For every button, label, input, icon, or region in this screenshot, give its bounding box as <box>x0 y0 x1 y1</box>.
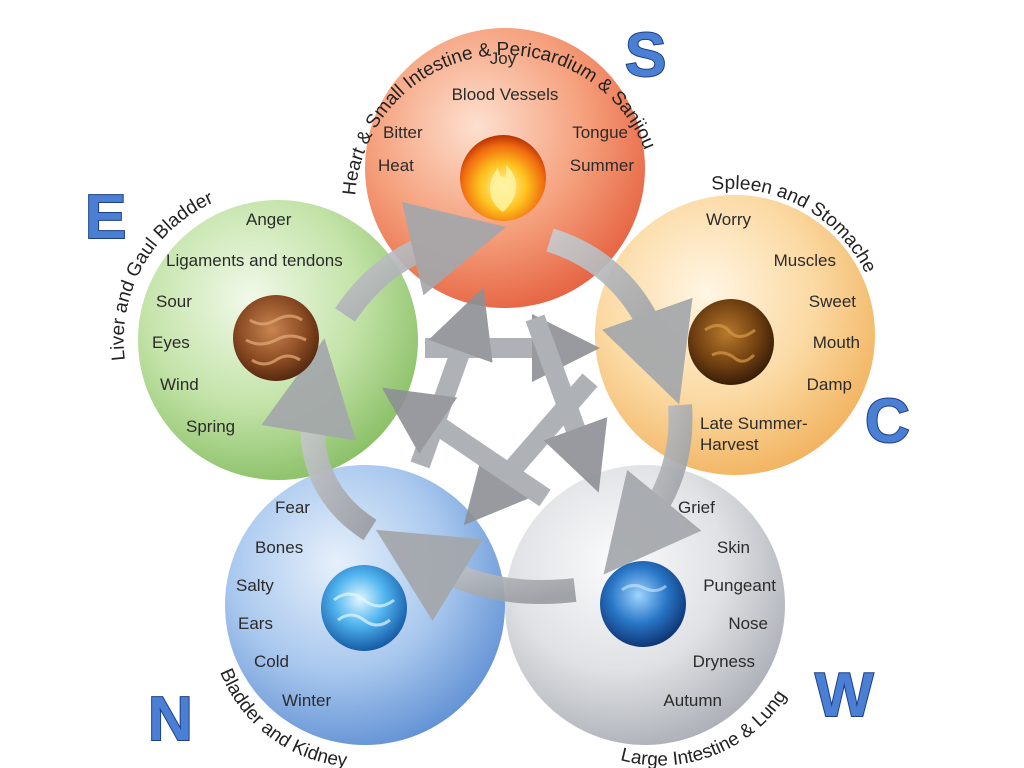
fire-climate: Heat <box>378 156 414 175</box>
arrow-metal-to-water <box>375 529 577 622</box>
earth-taste: Sweet <box>809 292 857 311</box>
water-sense-organ: Ears <box>238 614 273 633</box>
arrow-earth-to-metal <box>603 404 702 575</box>
wood-sense-organ: Eyes <box>152 333 190 352</box>
direction-west: W <box>815 661 874 730</box>
direction-south: S <box>625 21 666 90</box>
arrow-wood-to-fire <box>335 201 507 322</box>
earth-sense-organ: Mouth <box>813 333 860 352</box>
wood-emotion: Anger <box>246 210 292 229</box>
metal-climate: Dryness <box>693 652 755 671</box>
arrow-fire-to-earth <box>546 228 693 405</box>
fire-taste: Bitter <box>383 123 423 142</box>
wood-taste: Sour <box>156 292 192 311</box>
generating-cycle-arrows <box>261 201 702 622</box>
fire-icon <box>460 135 546 221</box>
metal-emotion: Grief <box>678 498 715 517</box>
fire-emotion: Joy <box>490 49 517 68</box>
direction-center: C <box>865 387 910 456</box>
water-taste: Salty <box>236 576 274 595</box>
water-season: Winter <box>282 691 331 710</box>
fire-season: Summer <box>570 156 635 175</box>
direction-east: E <box>85 183 126 252</box>
fire-sense-organ: Tongue <box>572 123 628 142</box>
earth-icon <box>688 299 774 385</box>
earth-climate: Damp <box>807 375 852 394</box>
arrow-fire-controls-metal <box>525 314 608 493</box>
earth-season-line2: Harvest <box>700 435 759 454</box>
water-tissue: Bones <box>255 538 303 557</box>
metal-icon <box>600 561 686 647</box>
fire-tissue: Blood Vessels <box>452 85 559 104</box>
wood-climate: Wind <box>160 375 199 394</box>
wood-tissue: Ligaments and tendons <box>166 251 343 270</box>
arrow-metal-controls-wood <box>381 387 551 507</box>
wood-season: Spring <box>186 417 235 436</box>
metal-sense-organ: Nose <box>728 614 768 633</box>
metal-tissue: Skin <box>717 538 750 557</box>
metal-taste: Pungeant <box>703 576 776 595</box>
arrow-water-to-wood <box>261 338 377 541</box>
wood-icon <box>233 295 319 381</box>
water-icon <box>321 565 407 651</box>
metal-season: Autumn <box>663 691 722 710</box>
water-climate: Cold <box>254 652 289 671</box>
earth-tissue: Muscles <box>774 251 836 270</box>
controlling-cycle-arrows <box>381 287 608 526</box>
direction-north: N <box>148 685 193 754</box>
water-emotion: Fear <box>275 498 310 517</box>
earth-season-line1: Late Summer- <box>700 414 808 433</box>
earth-emotion: Worry <box>706 210 752 229</box>
